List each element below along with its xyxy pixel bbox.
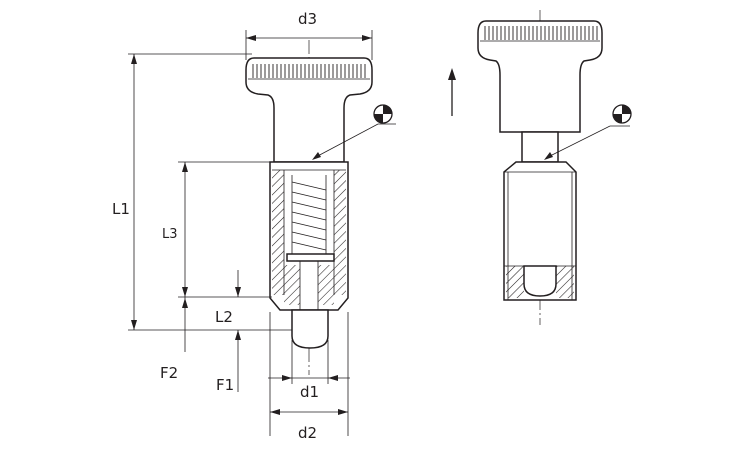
label-F2: F2	[160, 364, 178, 382]
dimension-d3: d3	[245, 10, 373, 60]
right-knob-head	[477, 20, 603, 133]
right-pin-tip	[523, 265, 557, 297]
right-view	[448, 10, 632, 325]
dimension-d1: d1	[268, 340, 350, 401]
left-wall-hatch	[272, 170, 284, 295]
up-arrow-icon	[448, 68, 456, 116]
knob-knurling	[250, 64, 368, 78]
hardened-symbol-left	[312, 104, 396, 160]
bottom-right-hatch	[318, 265, 334, 305]
right-bottom-left-hatch	[506, 266, 524, 298]
label-F1: F1	[216, 376, 234, 394]
left-view: d3 L1 L3 L2	[112, 10, 396, 442]
hardened-symbol-right	[544, 104, 632, 160]
index-pin	[291, 309, 329, 349]
force-F2: F2	[160, 297, 188, 382]
label-L2: L2	[215, 308, 233, 326]
dimension-L1: L1	[112, 53, 292, 331]
dimension-L2: L2	[215, 270, 241, 392]
spring-washer	[286, 253, 335, 262]
right-knob-knurling	[482, 26, 598, 40]
label-d2: d2	[298, 424, 317, 442]
label-d3: d3	[298, 10, 317, 28]
right-bottom-right-hatch	[556, 266, 574, 298]
label-L3: L3	[162, 227, 178, 242]
dimension-L3: L3	[162, 161, 344, 298]
label-L1: L1	[112, 200, 130, 218]
right-neck	[521, 131, 559, 163]
spring	[291, 175, 327, 255]
label-d1: d1	[300, 383, 319, 401]
right-wall-hatch	[334, 170, 346, 295]
dimension-d2: d2	[269, 312, 349, 442]
bottom-left-hatch	[284, 265, 300, 305]
